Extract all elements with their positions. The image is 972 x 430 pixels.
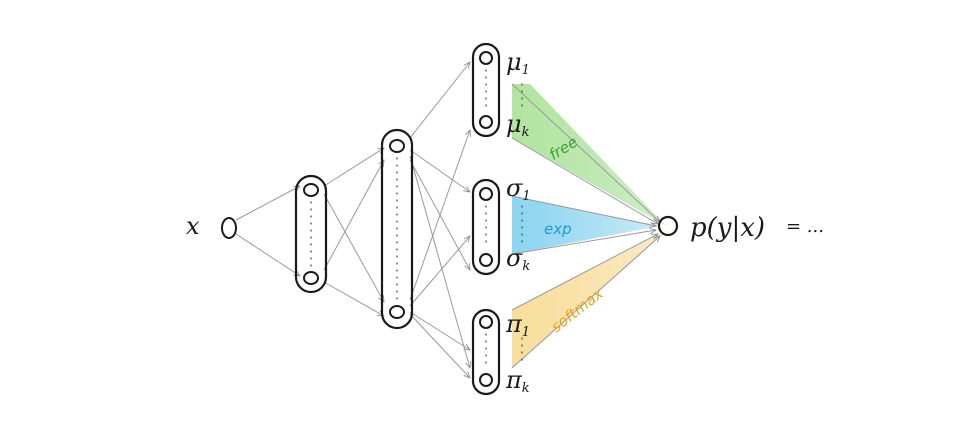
pi-top-label: π1	[505, 310, 530, 340]
pi-bottom-label: πk	[505, 366, 530, 396]
mu-output-group	[471, 42, 523, 138]
output-connections	[511, 83, 660, 369]
sigma-bottom-label: σk	[506, 244, 530, 274]
faded-suffix: = ...	[786, 216, 824, 237]
pi-output-group	[471, 308, 523, 396]
hidden1-connections	[323, 148, 384, 316]
output-node	[657, 215, 679, 237]
hidden-layer-2	[380, 128, 414, 330]
input-connections	[235, 186, 300, 276]
mu-bottom-label: μk	[506, 110, 530, 140]
sigma-transform-fan	[512, 196, 660, 254]
sigma-top-label: σ1	[506, 174, 531, 204]
mu-top-label: μ1	[506, 48, 530, 78]
input-label: x	[186, 212, 200, 240]
output-label: p(y|x)	[690, 213, 765, 243]
hidden-layer-1	[294, 174, 328, 294]
input-node	[221, 217, 237, 239]
sigma-output-group	[471, 178, 523, 276]
hidden2-connections	[409, 62, 470, 378]
sigma-transform-label: exp	[544, 220, 572, 238]
